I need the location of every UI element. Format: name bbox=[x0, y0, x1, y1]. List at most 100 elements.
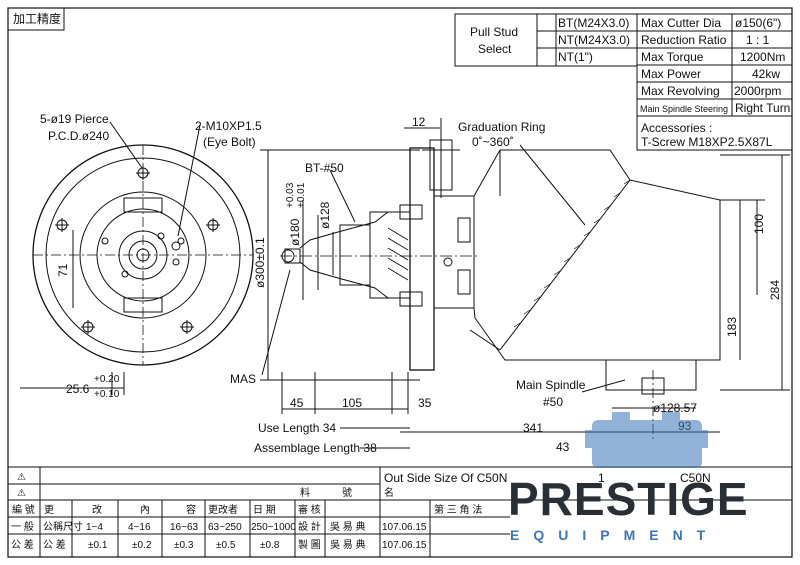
spec-label: Max Torque bbox=[641, 50, 704, 64]
number-label: 號 bbox=[342, 486, 352, 499]
sheet-border bbox=[7, 7, 793, 558]
row-cell: 1~4 bbox=[86, 522, 103, 533]
main-spindle-label: Main Spindle bbox=[516, 378, 586, 392]
dim-43x: 43 bbox=[556, 440, 570, 454]
dim-25-6: 25.6 bbox=[66, 382, 90, 396]
logo-subtitle: EQUIPMENT bbox=[510, 527, 720, 543]
dim-35: 35 bbox=[418, 396, 432, 410]
dim-71: 71 bbox=[56, 263, 70, 277]
row-cell: 一 般 bbox=[11, 520, 34, 533]
dia-180-label: ø180 bbox=[288, 218, 302, 246]
rev-mark: ⚠ bbox=[17, 488, 26, 499]
pcd-label: P.C.D.ø240 bbox=[48, 129, 109, 143]
front-view bbox=[20, 144, 254, 395]
bt50-label: BT-#50 bbox=[305, 161, 344, 175]
model-label: C50N bbox=[680, 471, 711, 485]
pull-stud-select: Select bbox=[478, 42, 512, 56]
spec-value: ø150(6") bbox=[735, 16, 781, 30]
logo-wordmark: PRESTIGE bbox=[508, 473, 749, 525]
dia-128-label: ø128 bbox=[318, 201, 332, 229]
row-cell: 250~1000 bbox=[251, 522, 296, 533]
col-header: 更改者 bbox=[208, 503, 238, 516]
spec-value: Right Turn bbox=[735, 101, 790, 115]
dia-128-57-label: ø128.57 bbox=[653, 401, 697, 415]
dim-12: 12 bbox=[412, 115, 426, 129]
dim-100: 100 bbox=[752, 214, 766, 234]
dim-45: 45 bbox=[290, 396, 304, 410]
title-block bbox=[8, 466, 792, 557]
watermark-gear-icon bbox=[585, 412, 708, 468]
use-length-label: Use Length 34 bbox=[258, 421, 336, 435]
dia-300-label: ø300±0.1 bbox=[253, 237, 267, 288]
spec-value: 42kw bbox=[752, 67, 780, 81]
prestige-logo: PRESTIGE EQUIPMENT bbox=[508, 476, 778, 548]
pull-stud-option-nt: NT(M24X3.0) bbox=[558, 33, 630, 47]
col-header: 日 期 bbox=[253, 504, 276, 516]
material-label: 料 bbox=[300, 486, 310, 499]
spec-value: 1200Nm bbox=[740, 50, 785, 64]
spec-value: 1 : 1 bbox=[746, 33, 770, 47]
pull-stud-table: Pull Stud Select BT(M24X3.0) NT(M24X3.0)… bbox=[454, 13, 638, 67]
col-header: 審 核 bbox=[298, 503, 321, 516]
tol-lower: +0.10 bbox=[94, 389, 120, 400]
dim-105: 105 bbox=[342, 396, 362, 410]
row-cell: 公 差 bbox=[11, 538, 34, 551]
row-cell: 公稱尺寸 bbox=[43, 520, 83, 533]
spec-label: Main Spindle Steering bbox=[640, 104, 728, 114]
graduation-ring-label: Graduation Ring bbox=[458, 120, 545, 134]
graduation-scale bbox=[513, 179, 631, 328]
header-label: 加工精度 bbox=[13, 11, 61, 26]
row-cell: ±0.8 bbox=[260, 540, 280, 551]
spec-label: Max Power bbox=[641, 67, 701, 81]
row-cell: 63~250 bbox=[208, 522, 242, 533]
name-label: 名 bbox=[384, 486, 394, 499]
col-header: 編 號 bbox=[12, 503, 35, 516]
col-header: 容 bbox=[186, 503, 196, 516]
header-cell bbox=[7, 7, 65, 31]
dim-183: 183 bbox=[725, 317, 739, 337]
eyebolt-spec-label: 2-M10XP1.5 bbox=[195, 119, 262, 133]
side-leaders bbox=[261, 127, 720, 449]
row-cell: 107.06.15 bbox=[382, 522, 427, 533]
row-cell: ±0.5 bbox=[216, 540, 236, 551]
main-spindle-size: #50 bbox=[543, 395, 563, 409]
outside-size-label: Out Side Size Of C50N bbox=[384, 471, 507, 485]
spec-label: Reduction Ratio bbox=[641, 33, 727, 47]
dia-180-tol-upper: +0.03 bbox=[285, 182, 296, 208]
tol-upper: +0.20 bbox=[94, 374, 120, 385]
accessories-title: Accessories : bbox=[641, 121, 712, 135]
spec-table: Max Cutter Dia ø150(6") Reduction Ratio … bbox=[636, 13, 793, 151]
graduation-range-label: 0˚~360˚ bbox=[472, 135, 514, 149]
row-cell: 107.06.15 bbox=[382, 540, 427, 551]
pull-stud-option-bt: BT(M24X3.0) bbox=[558, 16, 629, 30]
pull-stud-option-nt1: NT(1") bbox=[558, 50, 593, 64]
left-leaders bbox=[109, 121, 201, 237]
spec-label: Max Revolving bbox=[641, 84, 720, 98]
row-cell: 吳 易 典 bbox=[330, 520, 366, 533]
eyebolt-label: (Eye Bolt) bbox=[203, 135, 256, 149]
row-cell: ±0.2 bbox=[132, 540, 152, 551]
mas-label: MAS bbox=[230, 372, 256, 386]
sheet-no: 1 bbox=[598, 471, 605, 485]
rev-mark: ⚠ bbox=[17, 472, 26, 483]
dia-180-tol-lower: +0.01 bbox=[296, 182, 307, 208]
row-cell: 製 圖 bbox=[298, 538, 321, 551]
pierce-label: 5-ø19 Pierce bbox=[40, 112, 109, 126]
row-cell: 4~16 bbox=[128, 522, 151, 533]
spec-value: 2000rpm bbox=[734, 84, 781, 98]
col-header: 更 bbox=[44, 504, 54, 516]
row-cell: 設 計 bbox=[298, 520, 321, 533]
row-cell: ±0.1 bbox=[88, 540, 108, 551]
pierce-holes bbox=[55, 166, 220, 334]
projection-label: 第 三 角 法 bbox=[434, 503, 482, 516]
row-cell: 公 差 bbox=[43, 538, 66, 551]
dim-284: 284 bbox=[768, 280, 782, 300]
col-header: 內 bbox=[140, 504, 150, 516]
dim-341: 341 bbox=[523, 421, 543, 435]
pull-stud-title: Pull Stud bbox=[470, 25, 518, 39]
assemblage-length-label: Assemblage Length 38 bbox=[254, 441, 377, 455]
row-cell: ±0.3 bbox=[174, 540, 194, 551]
row-cell: 吳 易 典 bbox=[330, 538, 366, 551]
